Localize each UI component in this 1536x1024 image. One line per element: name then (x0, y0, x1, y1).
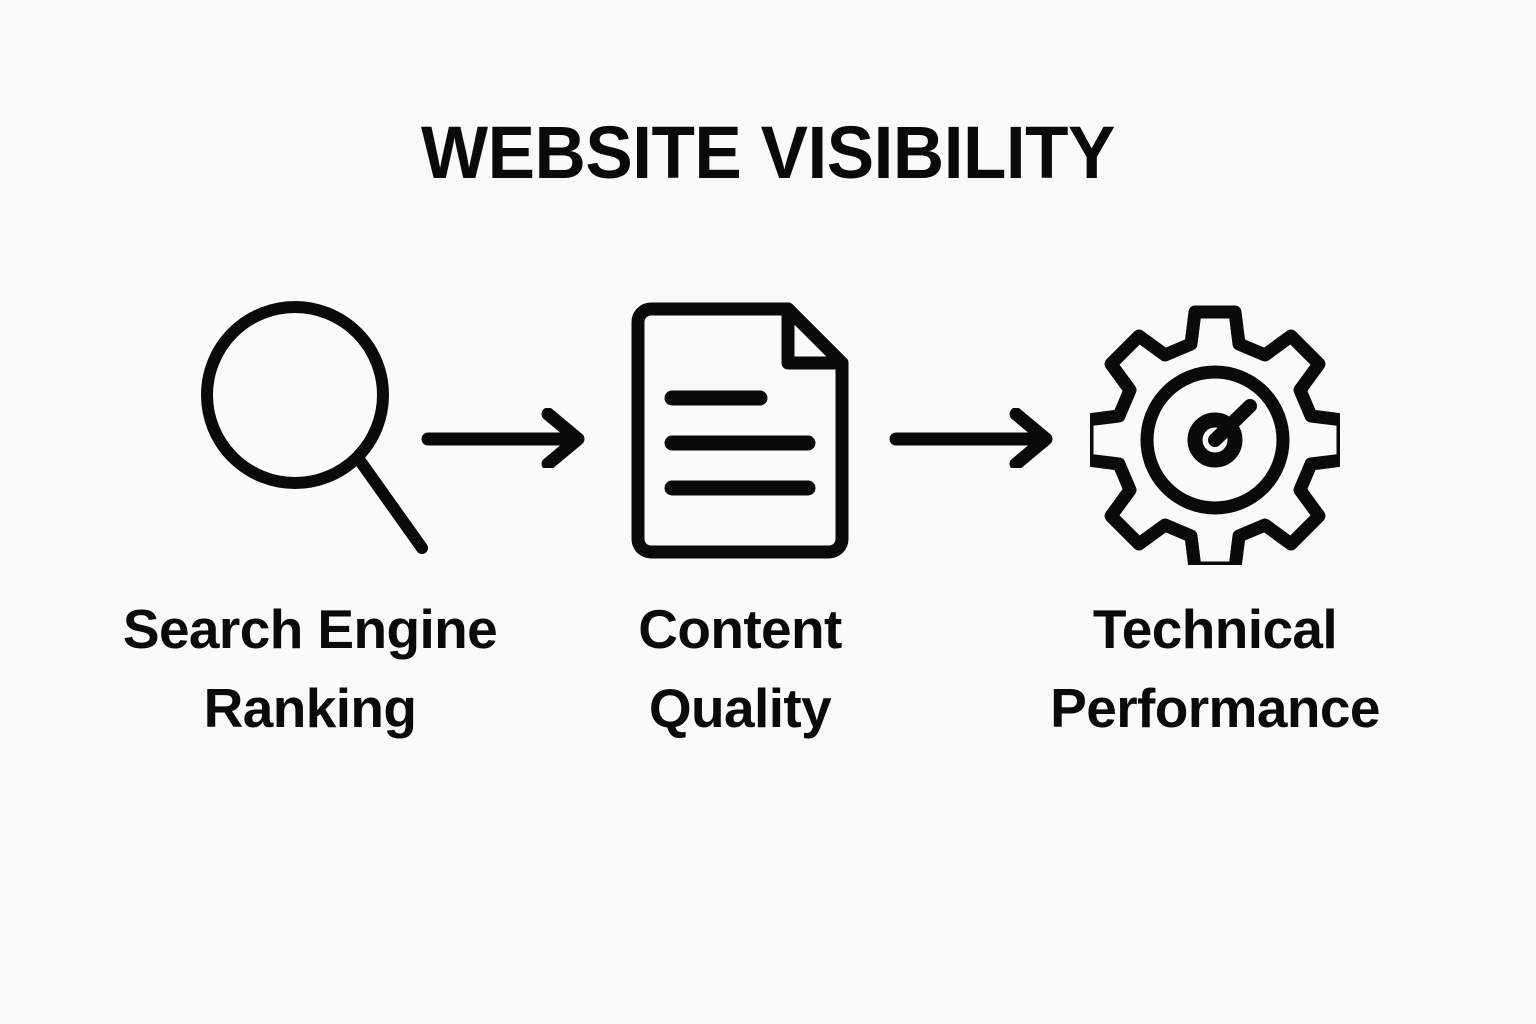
page-title: WEBSITE VISIBILITY (421, 111, 1115, 194)
magnifying-glass-icon (90, 290, 530, 565)
flow-step-label-line-2: Quality (648, 677, 832, 739)
flow-step-content-quality: Content Quality (520, 290, 960, 750)
flow-step-label-line-1: Content (638, 598, 842, 660)
document-icon (520, 290, 960, 565)
flow-step-label: Technical Performance (995, 590, 1435, 748)
flow-step-label-line-2: Ranking (203, 677, 417, 739)
flow-step-technical-performance: Technical Performance (995, 290, 1435, 750)
flow-step-label-line-1: Search Engine (122, 598, 498, 660)
flow-step-label-line-1: Technical (1092, 598, 1338, 660)
arrow-right-icon (888, 407, 1063, 471)
flow-step-search-engine-ranking: Search Engine Ranking (90, 290, 530, 750)
flow-step-label: Search Engine Ranking (90, 590, 530, 748)
flow-step-label-line-2: Performance (1050, 677, 1380, 739)
flow-step-label: Content Quality (520, 590, 960, 748)
gear-gauge-icon (995, 290, 1435, 565)
arrow-right-icon (420, 407, 595, 471)
process-flow: Search Engine Ranking (0, 290, 1536, 750)
